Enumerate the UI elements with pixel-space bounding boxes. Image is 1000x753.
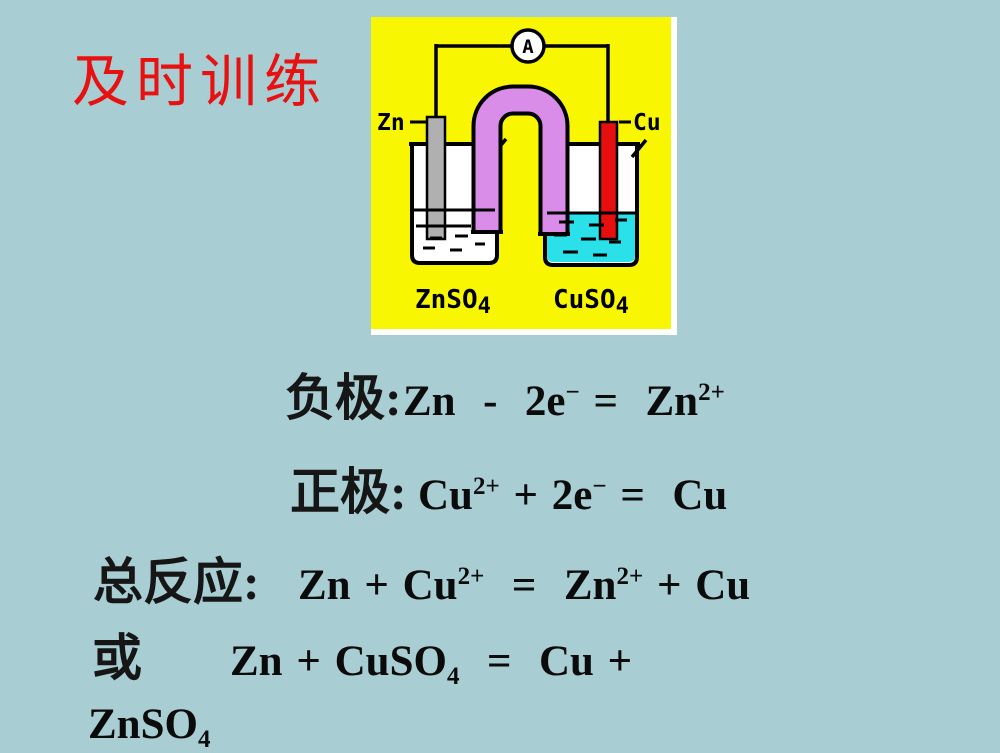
equation-negative-electrode: 负极:Zn - 2e− = Zn2+ xyxy=(285,372,725,425)
galvanic-cell-diagram: A Zn Cu ZnSO4 CuSO4 xyxy=(371,17,677,335)
cu-electrode-label: Cu xyxy=(633,110,661,136)
galvanic-cell-svg: A Zn Cu ZnSO4 CuSO4 xyxy=(371,17,671,329)
equation-label: 正极: xyxy=(290,464,407,520)
equation-positive-electrode: 正极:Cu2+ + 2e− = Cu xyxy=(290,466,727,519)
zn-electrode xyxy=(425,115,447,241)
ammeter-icon: A xyxy=(510,28,546,64)
equation-total-reaction: 总反应: Zn + Cu2+ = Zn2+ + Cu xyxy=(93,556,750,609)
zn-electrode-label: Zn xyxy=(377,110,405,136)
svg-text:A: A xyxy=(522,36,534,58)
znso4-label: ZnSO4 xyxy=(415,285,491,319)
equation-label: 总反应: xyxy=(93,554,260,610)
water-lines xyxy=(414,208,635,257)
cuso4-label: CuSO4 xyxy=(553,285,629,319)
equation-alternative-continued: ZnSO4 xyxy=(88,702,210,753)
equation-formula: Zn + CuSO4 = Cu + xyxy=(230,638,633,690)
equation-label: 或 xyxy=(92,630,142,686)
cu-electrode xyxy=(598,120,619,241)
equation-formula: Zn - 2e− = Zn2+ xyxy=(403,378,725,425)
equation-formula: Zn + Cu2+ = Zn2+ + Cu xyxy=(298,562,751,609)
equation-formula: Cu2+ + 2e− = Cu xyxy=(418,472,728,519)
right-beaker-spout xyxy=(630,138,648,159)
page-title: 及时训练 xyxy=(72,51,328,114)
equation-label: 负极: xyxy=(285,370,402,426)
circuit-wires xyxy=(434,44,610,122)
equation-alternative: 或 Zn + CuSO4 = Cu + xyxy=(92,632,632,690)
equation-formula: ZnSO4 xyxy=(88,701,211,753)
